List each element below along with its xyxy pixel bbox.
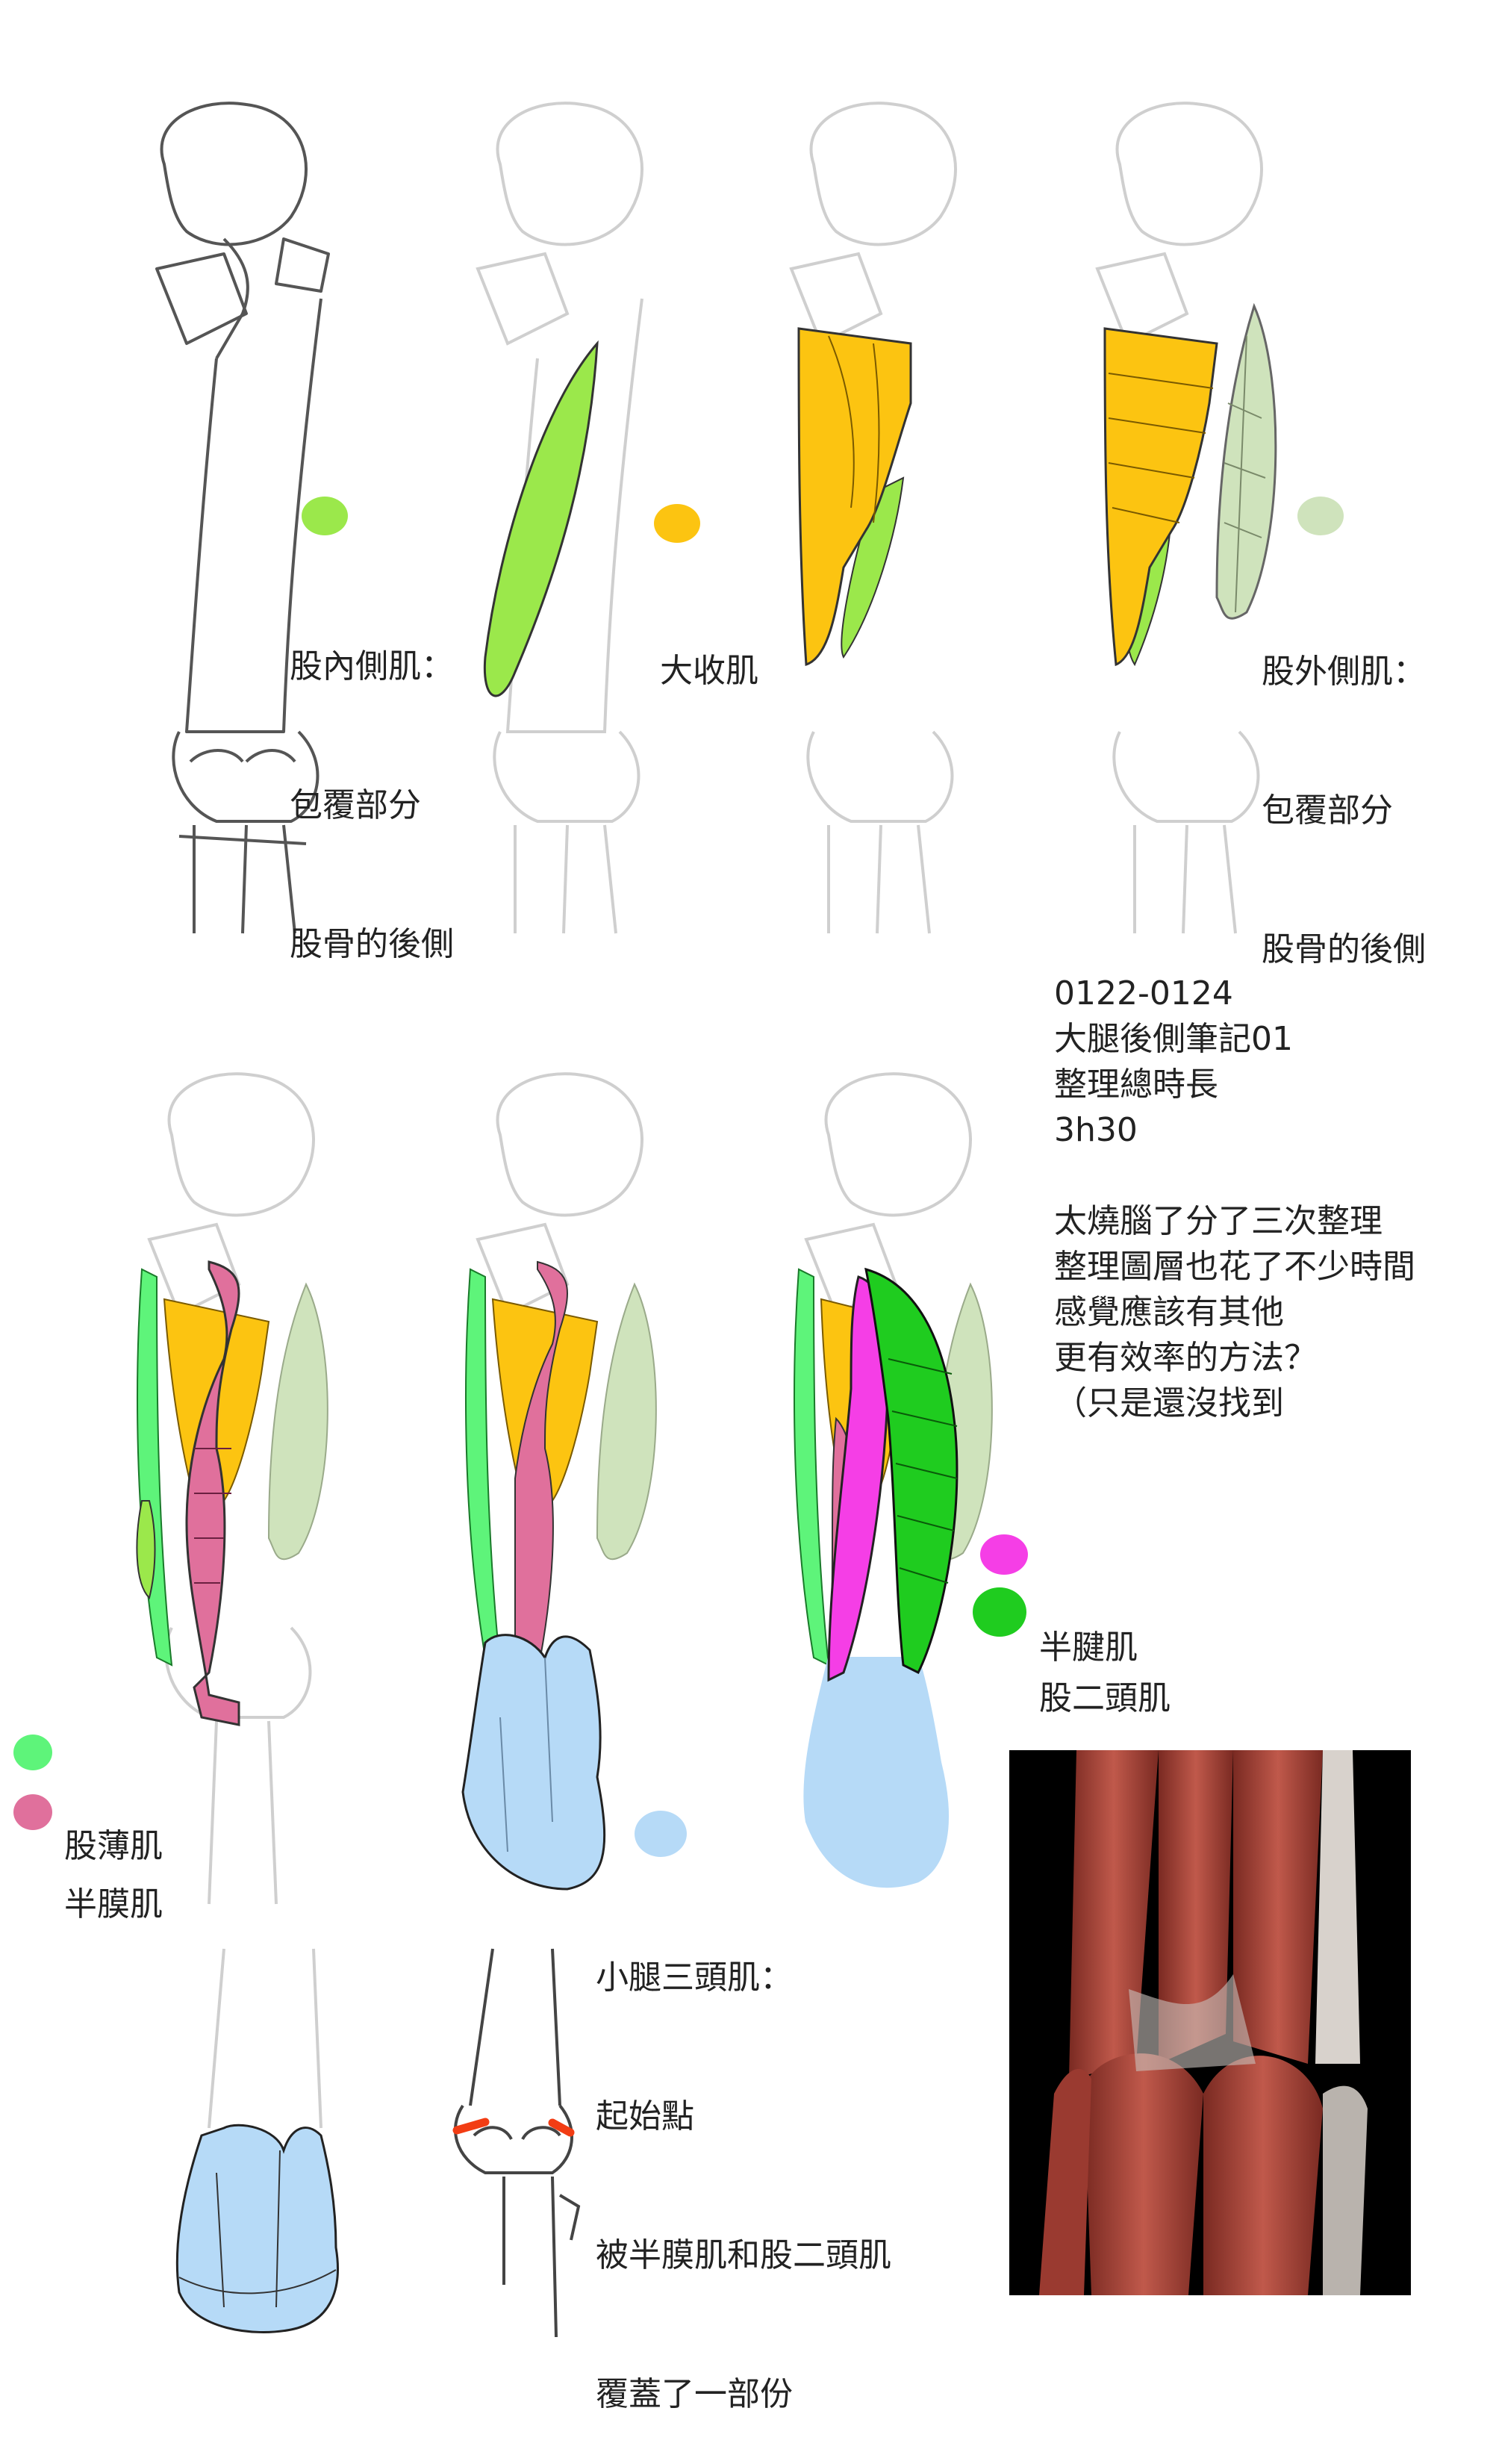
note-text-block: 0122-0124 大腿後側筆記01 整理總時長 3h30 太燒腦了分了三次整理… xyxy=(1054,971,1415,1426)
reference-photo-muscles xyxy=(1009,1750,1411,2295)
note-line-6: 太燒腦了分了三次整理 xyxy=(1054,1202,1383,1240)
note-line-7: 整理圖層也花了不少時間 xyxy=(1054,1248,1415,1286)
adductor-magnus-label-line-1: 大收肌 xyxy=(660,652,758,690)
femur-sketch xyxy=(134,90,358,934)
gracilis-swatch xyxy=(13,1735,52,1770)
note-line-2: 大腿後側筆記01 xyxy=(1054,1020,1293,1058)
femur-sketch-drawing xyxy=(155,102,330,934)
biceps-femoris-panel xyxy=(784,1060,1008,1904)
vastus-lateralis-label-line-1: 股外側肌： xyxy=(1262,653,1426,691)
note-line-3: 整理總時長 xyxy=(1054,1065,1218,1104)
triceps-surae-label: 小腿三頭肌： 起始點 被半膜肌和股二頭肌 覆蓋了一部份 xyxy=(596,1862,891,2464)
note-line-5 xyxy=(1054,1153,1415,1198)
semimembranosus-swatch xyxy=(13,1794,52,1830)
biceps-femoris-label-text: 股二頭肌 xyxy=(1039,1679,1171,1717)
semitendinosus-label: 半腱肌 xyxy=(1039,1532,1138,1717)
semimembranosus-panel xyxy=(127,1060,351,1905)
adductor-magnus-swatch xyxy=(654,504,700,543)
triceps-surae-label-line-4: 覆蓋了一部份 xyxy=(596,2375,793,2413)
note-line-10: （只是還沒找到 xyxy=(1054,1384,1284,1422)
triceps-surae-label-line-2: 起始點 xyxy=(596,2097,694,2135)
semitendinosus-swatch xyxy=(980,1534,1028,1575)
knee-calf-sketch xyxy=(164,1948,358,2337)
adductor-magnus-label: 大收肌 xyxy=(660,556,758,741)
triceps-surae-label-line-1: 小腿三頭肌： xyxy=(596,1959,793,1997)
vastus-lateralis-label-line-2: 包覆部分 xyxy=(1262,791,1393,830)
note-line-4: 3h30 xyxy=(1054,1111,1138,1149)
vastus-lateralis-drawing xyxy=(1095,102,1277,934)
triceps-surae-swatch xyxy=(635,1811,687,1857)
note-line-8: 感覺應該有其他 xyxy=(1054,1293,1284,1331)
vastus-lateralis-label: 股外側肌： 包覆部分 股骨的後側 xyxy=(1262,556,1426,1019)
vastus-medialis-drawing xyxy=(476,102,643,934)
vastus-medialis-label-line-1: 股內側肌： xyxy=(290,647,454,685)
vastus-lateralis-label-line-3: 股骨的後側 xyxy=(1262,930,1426,968)
semimembranosus-label: 半膜肌 xyxy=(64,1789,163,1974)
reference-photo xyxy=(1009,1750,1411,2295)
semitendinosus-label-text: 半腱肌 xyxy=(1039,1628,1138,1667)
semimembranosus-drawing xyxy=(136,1072,328,1905)
knee-origin-sketch xyxy=(440,1948,590,2338)
vastus-medialis-label-line-3: 股骨的後側 xyxy=(290,925,454,963)
vastus-medialis-label-line-2: 包覆部分 xyxy=(290,786,421,824)
biceps-femoris-label: 股二頭肌 xyxy=(1039,1583,1171,1768)
gracilis-label: 股薄肌 xyxy=(64,1731,163,1916)
adductor-magnus-drawing xyxy=(789,102,957,934)
vastus-lateralis-panel xyxy=(1075,90,1299,934)
triceps-surae-drawing xyxy=(461,1072,657,1891)
biceps-femoris-swatch xyxy=(973,1587,1026,1637)
vastus-lateralis-swatch xyxy=(1297,497,1344,535)
biceps-femoris-drawing xyxy=(794,1072,993,1888)
vastus-medialis-label: 股內側肌： 包覆部分 股骨的後側 xyxy=(290,551,454,1014)
note-line-1: 0122-0124 xyxy=(1054,974,1233,1012)
vastus-medialis-swatch xyxy=(302,497,348,535)
adductor-magnus-panel xyxy=(769,90,993,934)
semimembranosus-label-text: 半膜肌 xyxy=(64,1885,163,1923)
knee-calf-drawing xyxy=(175,1948,339,2333)
gracilis-label-text: 股薄肌 xyxy=(64,1827,163,1865)
triceps-surae-label-line-3: 被半膜肌和股二頭肌 xyxy=(596,2236,891,2274)
triceps-surae-panel xyxy=(455,1060,679,1904)
knee-origin-drawing xyxy=(452,1948,581,2338)
note-line-9: 更有效率的方法？ xyxy=(1054,1339,1317,1377)
vastus-medialis-panel xyxy=(455,90,679,934)
